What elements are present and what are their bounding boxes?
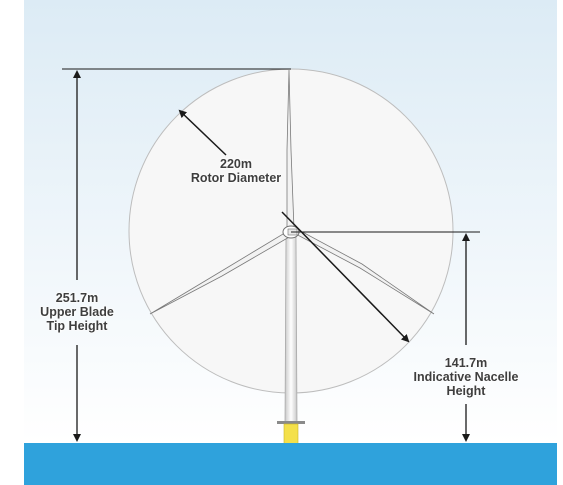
transition-piece-platform (277, 421, 305, 424)
transition-piece (283, 423, 299, 446)
nacelle-height-label: 141.7m Indicative Nacelle Height (404, 356, 528, 398)
sea-surface (24, 443, 557, 485)
rotor-diameter-caption: Rotor Diameter (190, 171, 282, 185)
nacelle-height-value: 141.7m (444, 356, 488, 370)
tip-height-caption-line1: Upper Blade (40, 305, 114, 319)
tip-height-caption-line2: Tip Height (46, 319, 108, 333)
rotor-diameter-label: 220m Rotor Diameter (186, 157, 286, 185)
tip-height-value: 251.7m (55, 291, 99, 305)
rotor-diameter-dimension-lower (281, 211, 410, 343)
nacelle-height-caption-line2: Height (446, 384, 486, 398)
tip-height-label: 251.7m Upper Blade Tip Height (28, 291, 126, 333)
turbine-tower (284, 235, 298, 425)
rotor-diameter-dimension-upper (178, 109, 227, 156)
nacelle-height-caption-line1: Indicative Nacelle (413, 370, 519, 384)
rotor-diameter-value: 220m (220, 157, 252, 171)
